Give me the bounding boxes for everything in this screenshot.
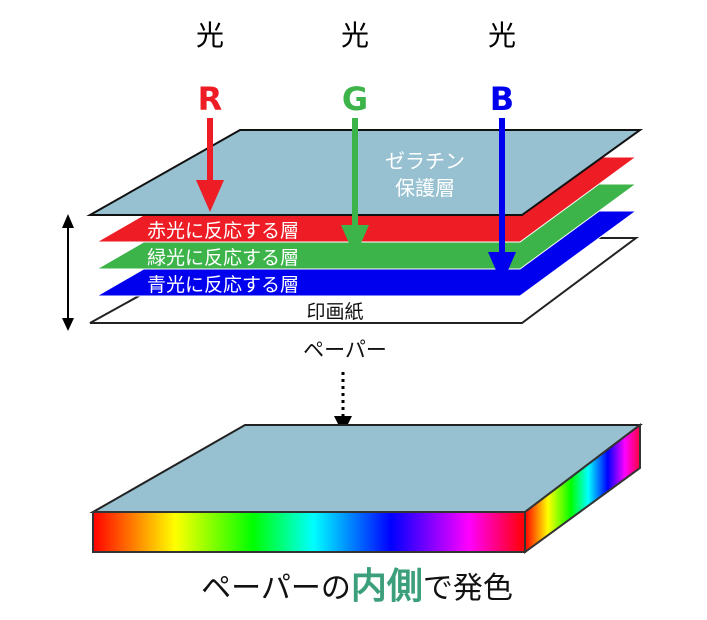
green-layer-label: 緑光に反応する層 <box>147 247 299 269</box>
light-label-b: 光 <box>488 19 516 52</box>
slab-side-rainbow <box>524 422 641 554</box>
channel-b: B <box>490 80 514 118</box>
blue-layer-label: 青光に反応する層 <box>147 274 299 296</box>
red-arrow-icon <box>196 118 224 212</box>
slab-front-rainbow <box>92 511 526 553</box>
light-label-r: 光 <box>196 19 224 52</box>
channel-g: G <box>342 80 368 118</box>
green-arrow-icon <box>341 118 369 257</box>
caption: ペーパーの内側で発色 <box>201 566 513 607</box>
caption-after: で発色 <box>423 571 513 606</box>
paper-layer-label: 印画紙 <box>306 301 363 323</box>
gelatin-label-2: 保護層 <box>395 176 455 200</box>
light-label-g: 光 <box>341 19 369 52</box>
thickness-double-arrow-icon <box>62 214 74 331</box>
paper-label: ペーパー <box>303 338 387 362</box>
caption-emphasis: 内側 <box>351 566 423 607</box>
gelatin-label-1: ゼラチン <box>385 149 465 173</box>
red-layer-label: 赤光に反応する層 <box>147 220 299 242</box>
caption-before: ペーパーの <box>201 571 351 606</box>
blue-arrow-icon <box>488 118 516 284</box>
channel-r: R <box>198 80 223 118</box>
